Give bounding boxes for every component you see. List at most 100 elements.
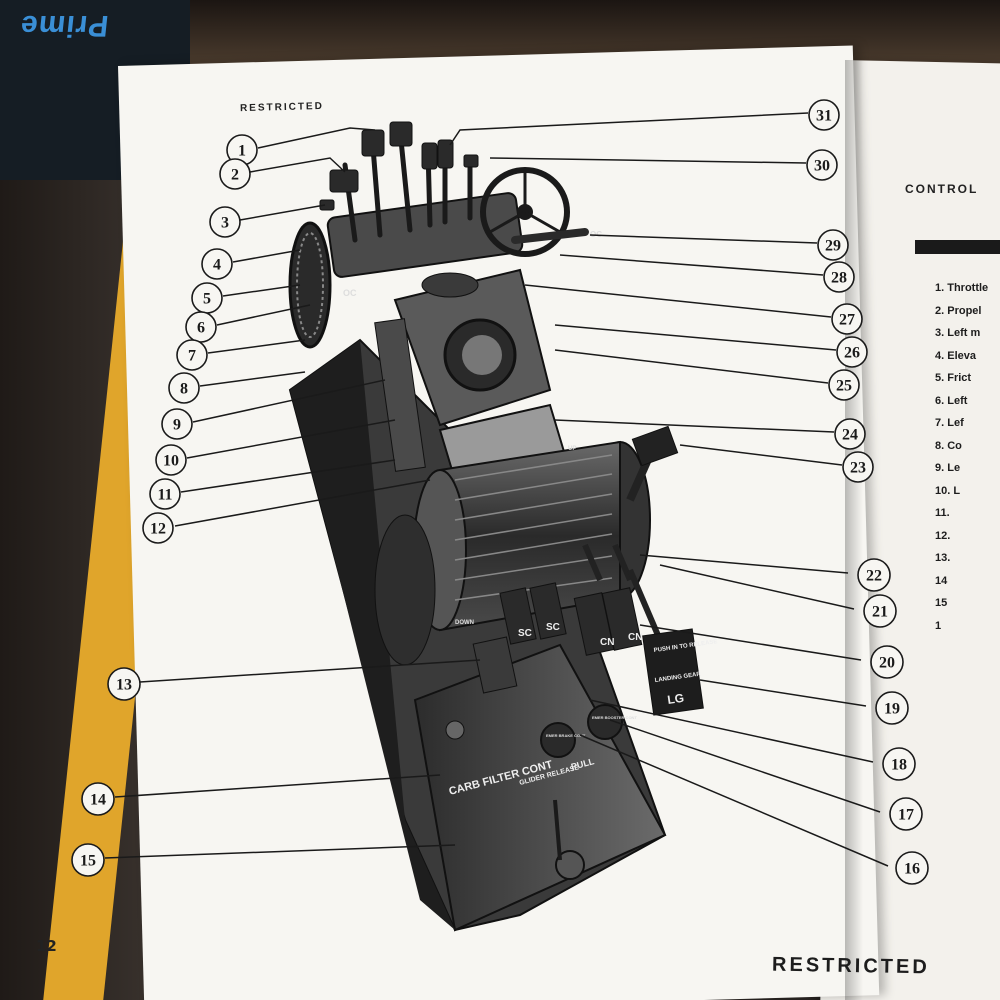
- page-number: 12: [36, 937, 57, 955]
- emergency-booster-knob: [587, 704, 623, 740]
- callout-4: [201, 248, 233, 280]
- list-item: 7. Lef: [935, 417, 964, 429]
- callout-left-group: [71, 134, 258, 877]
- list-item: 12.: [935, 529, 951, 542]
- callout-17-number: 17: [898, 807, 914, 824]
- callout-20: [870, 645, 904, 679]
- callout-12: [142, 512, 174, 544]
- list-item: 15: [935, 597, 948, 609]
- controls-list: 1. Throttle 2. Propel 3. Left m 4. Eleva…: [935, 282, 988, 642]
- right-trim-wheel: [480, 167, 570, 257]
- panel-bolt: [445, 720, 465, 740]
- callout-2-number: 2: [231, 167, 239, 184]
- callout-13-number: 13: [116, 677, 132, 694]
- callout-19-number: 19: [884, 701, 900, 718]
- callout-10: [155, 444, 187, 476]
- callout-22-number: 22: [866, 568, 882, 585]
- callout-29-number: 29: [825, 238, 841, 255]
- callout-16: [895, 851, 929, 885]
- list-item: 6. Left: [935, 394, 968, 407]
- right-page-rule-bar: [915, 240, 1000, 254]
- label-cn-b: CN: [628, 632, 642, 643]
- label-emergency-booster: EMER BOOSTER CONT: [592, 715, 637, 720]
- drum-grooves: [454, 454, 613, 601]
- callout-12-number: 12: [150, 521, 166, 538]
- landing-gear-handle: [642, 628, 704, 716]
- callout-21: [863, 594, 897, 628]
- compass-top-mount: [421, 272, 479, 298]
- callout-23-number: 23: [850, 460, 866, 477]
- trim-crank: [511, 228, 589, 244]
- callout-17: [889, 797, 923, 831]
- top-lever-knobs: [319, 121, 479, 211]
- callout-2: [219, 158, 251, 190]
- callout-28: [823, 261, 855, 293]
- callout-5-number: 5: [203, 291, 211, 308]
- label-down: DOWN: [455, 620, 474, 626]
- callout-6: [185, 311, 217, 343]
- callout-26-number: 26: [844, 345, 860, 362]
- callout-3-number: 3: [221, 215, 229, 232]
- left-hub-drum: [374, 514, 436, 666]
- callout-8: [168, 372, 200, 404]
- callout-15: [71, 843, 105, 877]
- callout-3: [209, 206, 241, 238]
- label-landing-gear-code: LG: [666, 691, 684, 707]
- list-item: 13.: [935, 552, 951, 564]
- list-item: 9. Le: [935, 462, 961, 474]
- floor-knob: [555, 850, 585, 880]
- callout-4-number: 4: [213, 257, 221, 274]
- callout-27: [831, 303, 863, 335]
- callout-21-number: 21: [872, 604, 888, 621]
- callout-10-number: 10: [163, 453, 179, 470]
- list-item: 5. Frict: [935, 372, 972, 384]
- callout-right-group: [806, 99, 929, 885]
- left-instrument-strip: [374, 318, 426, 472]
- callout-22: [857, 558, 891, 592]
- callout-20-number: 20: [879, 655, 895, 672]
- front-lever-knobs: [472, 543, 643, 694]
- callout-15-number: 15: [80, 853, 96, 870]
- callout-1-number: 1: [238, 143, 246, 160]
- left-trim-wheel-rim: [296, 232, 324, 338]
- label-sc-b: SC: [546, 622, 560, 633]
- list-item: 4. Eleva: [935, 349, 976, 362]
- callout-16-number: 16: [904, 861, 920, 878]
- label-sc-a: SC: [518, 628, 532, 639]
- label-cn-a: CN: [600, 637, 614, 648]
- pedestal-side-panel: [290, 340, 455, 930]
- callout-18: [882, 747, 916, 781]
- list-item: 2. Propel: [935, 304, 982, 317]
- emergency-brake-knob: [540, 722, 576, 758]
- callout-31: [808, 99, 840, 131]
- callout-14: [81, 782, 115, 816]
- callout-11: [149, 478, 181, 510]
- callout-25: [828, 369, 860, 401]
- callout-19: [875, 691, 909, 725]
- callout-24: [834, 418, 866, 450]
- callout-9-number: 9: [173, 417, 181, 434]
- callout-leaders: [104, 112, 889, 867]
- landing-gear-lever: [627, 568, 663, 642]
- label-emergency-brake: EMER BRAKE CONT: [546, 733, 586, 738]
- callout-18-number: 18: [891, 757, 907, 774]
- right-page-title: CONTROL: [905, 182, 979, 196]
- label-oc-left: OC: [343, 288, 357, 298]
- callout-23: [842, 451, 874, 483]
- callout-30: [806, 149, 838, 181]
- callout-24-number: 24: [842, 427, 858, 444]
- callout-28-number: 28: [831, 270, 847, 287]
- callout-13: [107, 667, 141, 701]
- list-item: 3. Left m: [935, 327, 981, 339]
- callout-30-number: 30: [814, 158, 830, 175]
- label-up: UP: [568, 446, 576, 452]
- book-gutter-shadow: [845, 60, 863, 1000]
- callout-9: [161, 408, 193, 440]
- callout-27-number: 27: [839, 312, 855, 329]
- callout-29: [817, 229, 849, 261]
- callout-31-number: 31: [816, 108, 832, 125]
- list-item: 11.: [935, 507, 950, 519]
- callout-11-number: 11: [157, 487, 172, 504]
- list-item: 8. Co: [935, 439, 962, 452]
- callout-26: [836, 336, 868, 368]
